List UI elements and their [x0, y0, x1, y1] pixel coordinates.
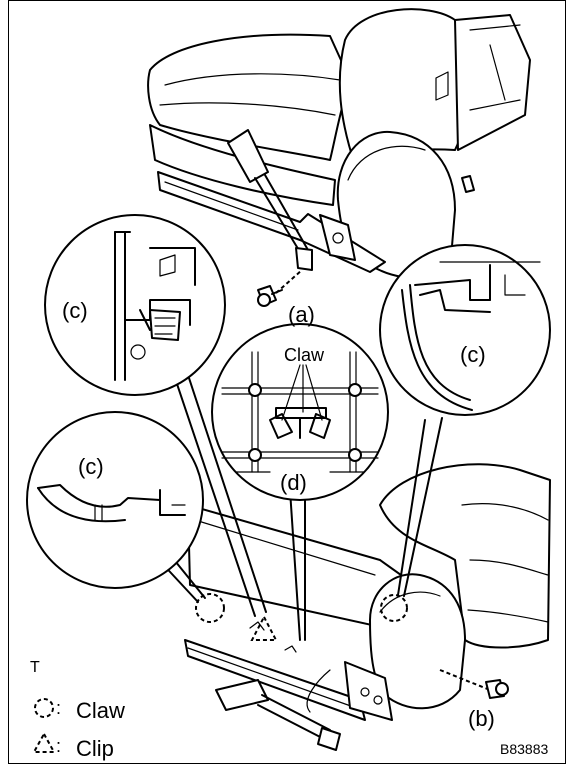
svg-text::: : — [56, 736, 61, 756]
label-claw: Claw — [284, 345, 325, 365]
label-detail-c-upper-left: (c) — [62, 298, 88, 323]
legend: : Claw : Clip — [32, 698, 125, 761]
claw-symbol-icon — [34, 698, 54, 718]
clip-symbol-icon — [32, 731, 56, 753]
detail-d — [211, 323, 389, 501]
detail-c-right — [379, 244, 551, 416]
label-detail-c-right: (c) — [460, 342, 486, 367]
legend-claw-label: Claw — [76, 698, 125, 723]
detail-c-upper-left — [44, 214, 226, 396]
label-detail-c-lower-left: (c) — [78, 454, 104, 479]
label-detail-d: (d) — [280, 470, 307, 495]
bolt-icon — [485, 679, 509, 699]
label-part-a: (a) — [288, 302, 315, 327]
legend-clip-label: Clip — [76, 736, 114, 761]
label-part-b: (b) — [468, 706, 495, 731]
lower-seat-assembly — [184, 463, 551, 751]
corner-mark: T — [30, 659, 40, 676]
upper-seat-assembly — [147, 8, 531, 294]
figure-code: B83883 — [500, 741, 548, 757]
detail-c-lower-left — [26, 411, 204, 589]
svg-text::: : — [56, 698, 61, 718]
bolt-icon — [257, 285, 283, 307]
